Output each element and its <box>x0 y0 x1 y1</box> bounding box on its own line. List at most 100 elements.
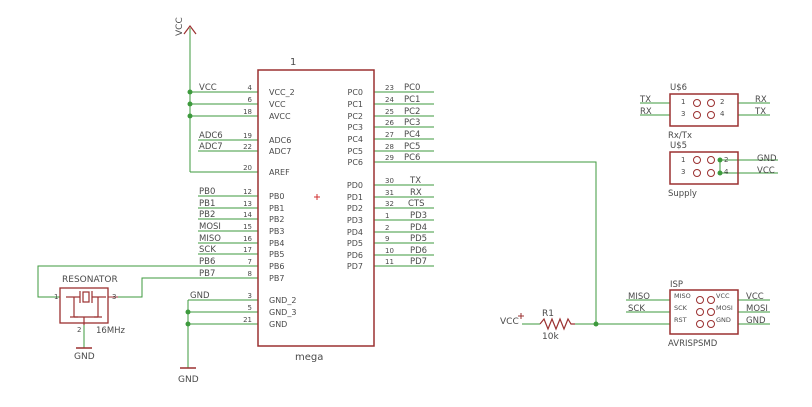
wire-pb7-resonator <box>118 277 258 298</box>
pin-name: AVCC <box>269 112 291 121</box>
net-label: PB0 <box>199 187 215 197</box>
pin-number: 30 <box>385 177 394 185</box>
us6-pin: 3 <box>681 110 685 118</box>
resonator-pin3: 3 <box>112 293 116 301</box>
net-label: PC2 <box>404 107 420 117</box>
net-label: PC1 <box>404 95 420 105</box>
isp-body <box>669 289 739 335</box>
net-label: TX <box>409 176 421 186</box>
pin-number: 32 <box>385 200 394 208</box>
pin-number: 23 <box>385 84 394 92</box>
junction-dot <box>187 89 193 95</box>
us5-pin: 2 <box>724 156 728 164</box>
wires <box>37 28 778 368</box>
pin-number: 12 <box>243 188 252 196</box>
pin-number: 1 <box>385 212 389 220</box>
pin-number: 29 <box>385 154 394 162</box>
pin-name: PB4 <box>269 239 284 248</box>
pin-number: 2 <box>385 224 389 232</box>
us6-net-right: RX <box>755 95 767 105</box>
pin-name: PC3 <box>348 123 364 132</box>
net-label: PB1 <box>199 199 215 209</box>
junction-dot <box>187 101 193 107</box>
net-label: PD7 <box>410 257 427 267</box>
pin-number: 22 <box>243 143 252 151</box>
mcu-reference: 1 <box>290 57 296 68</box>
pin-name: PB7 <box>269 274 284 283</box>
r1-reference: R1 <box>542 309 554 319</box>
us6-reference: U$6 <box>670 83 687 93</box>
junctions <box>185 89 723 327</box>
pin-name: PB5 <box>269 250 284 259</box>
pin-name: PD3 <box>347 216 363 225</box>
mcu-body <box>257 69 375 347</box>
net-label: PC5 <box>404 142 420 152</box>
us6-net-left: RX <box>640 107 652 117</box>
isp-reference: ISP <box>670 280 683 290</box>
us6-pin: 4 <box>720 110 725 118</box>
pin-name: VCC <box>269 100 286 109</box>
isp-pin-right: MOSI <box>716 304 733 312</box>
gnd-resonator-symbol: GND <box>74 347 95 362</box>
vcc-top-label: VCC <box>175 17 185 36</box>
pin-number: 4 <box>248 84 253 92</box>
pin-number: 10 <box>385 247 394 255</box>
pin-name: ADC7 <box>269 147 291 156</box>
pin-name: PC2 <box>348 112 364 121</box>
us5-net-right: VCC <box>757 166 775 176</box>
wire-pc6-reset <box>374 161 597 324</box>
net-label: SCK <box>199 245 216 255</box>
pin-name: PD0 <box>347 181 363 190</box>
origin-cross-icon <box>314 194 320 200</box>
r1-value: 10k <box>542 332 559 342</box>
net-label: CTS <box>408 199 425 209</box>
pin-number: 20 <box>243 164 252 172</box>
us6-value: Rx/Tx <box>668 131 692 141</box>
us6-net-right: TX <box>754 107 766 117</box>
pin-name: PD1 <box>347 193 363 202</box>
isp-pin-left: MISO <box>674 292 691 300</box>
pin-name: PC6 <box>348 158 364 167</box>
pin-name: ADC6 <box>269 136 291 145</box>
vcc-top-symbol: VCC <box>175 17 197 36</box>
net-label: PD4 <box>410 223 427 233</box>
net-label: ADC7 <box>199 142 223 152</box>
isp-pin-right: GND <box>716 316 731 324</box>
pin-number: 26 <box>385 119 394 127</box>
isp-net-right: MOSI <box>746 304 768 314</box>
pin-number: 16 <box>243 235 252 243</box>
net-label: PC4 <box>404 130 420 140</box>
pin-socket-icon <box>693 99 715 119</box>
pin-name: PB0 <box>269 192 284 201</box>
crystal-icon <box>66 291 106 325</box>
mcu-symbol: 1 mega <box>257 57 375 363</box>
mcu-right-pins: PC0 23 PC0 PC1 24 PC1 PC2 25 PC2 PC3 26 … <box>347 83 427 271</box>
header-us6: U$6 TX RX RX TX 1 2 3 4 Rx/Tx <box>639 83 767 141</box>
header-isp: ISP MISO SCK VCC MOSI GND MISO SCK RST V… <box>628 280 768 349</box>
pin-number: 5 <box>248 304 252 312</box>
pin-name: PD6 <box>347 251 363 260</box>
net-label: PD5 <box>410 234 427 244</box>
isp-value: AVRISPSMD <box>668 339 718 349</box>
gnd-main-label: GND <box>178 375 199 385</box>
us5-body <box>669 151 739 185</box>
us5-reference: U$5 <box>670 141 687 151</box>
pin-number: 6 <box>248 96 253 104</box>
net-label: PC3 <box>404 118 420 128</box>
pin-number: 14 <box>243 211 252 219</box>
pin-number: 13 <box>243 200 252 208</box>
us5-value: Supply <box>668 189 697 199</box>
net-label: PB6 <box>199 257 215 267</box>
pin-name: PD7 <box>347 262 363 271</box>
isp-net-left: MISO <box>628 292 650 302</box>
net-label: MOSI <box>199 222 221 232</box>
pin-number: 8 <box>248 270 252 278</box>
pin-number: 3 <box>248 292 252 300</box>
isp-pin-right: VCC <box>716 292 730 300</box>
isp-net-right: GND <box>746 316 766 326</box>
net-label: PC0 <box>404 83 420 93</box>
pin-number: 28 <box>385 143 394 151</box>
isp-pin-left: RST <box>674 316 687 324</box>
us5-pin: 4 <box>724 168 729 176</box>
us5-pin: 3 <box>681 168 685 176</box>
